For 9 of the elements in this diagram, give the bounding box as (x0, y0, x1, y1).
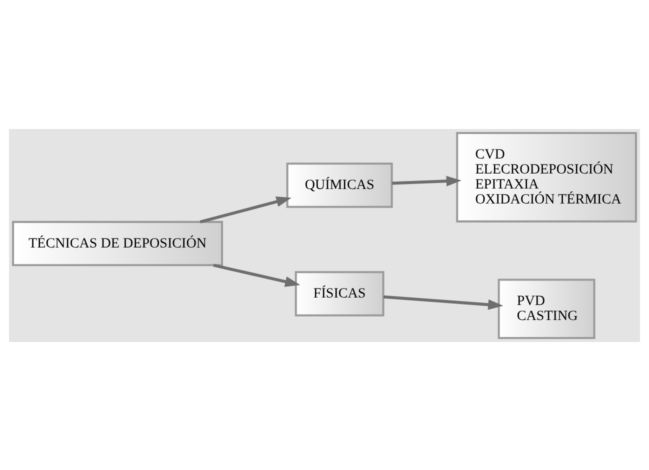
arrow (392, 175, 462, 186)
node-box: PVD CASTING (498, 278, 596, 338)
arrow (213, 263, 300, 286)
arrow (383, 294, 504, 310)
node-box: FÍSICAS (294, 270, 384, 316)
node-box: TÉCNICAS DE DEPOSICIÓN (12, 220, 224, 266)
node-box: QUÍMICAS (286, 162, 393, 208)
node-box: CVD ELECRODEPOSICIÓN EPITAXIA OXIDACIÓN TÉRMICA (456, 132, 637, 222)
arrow (200, 196, 292, 223)
